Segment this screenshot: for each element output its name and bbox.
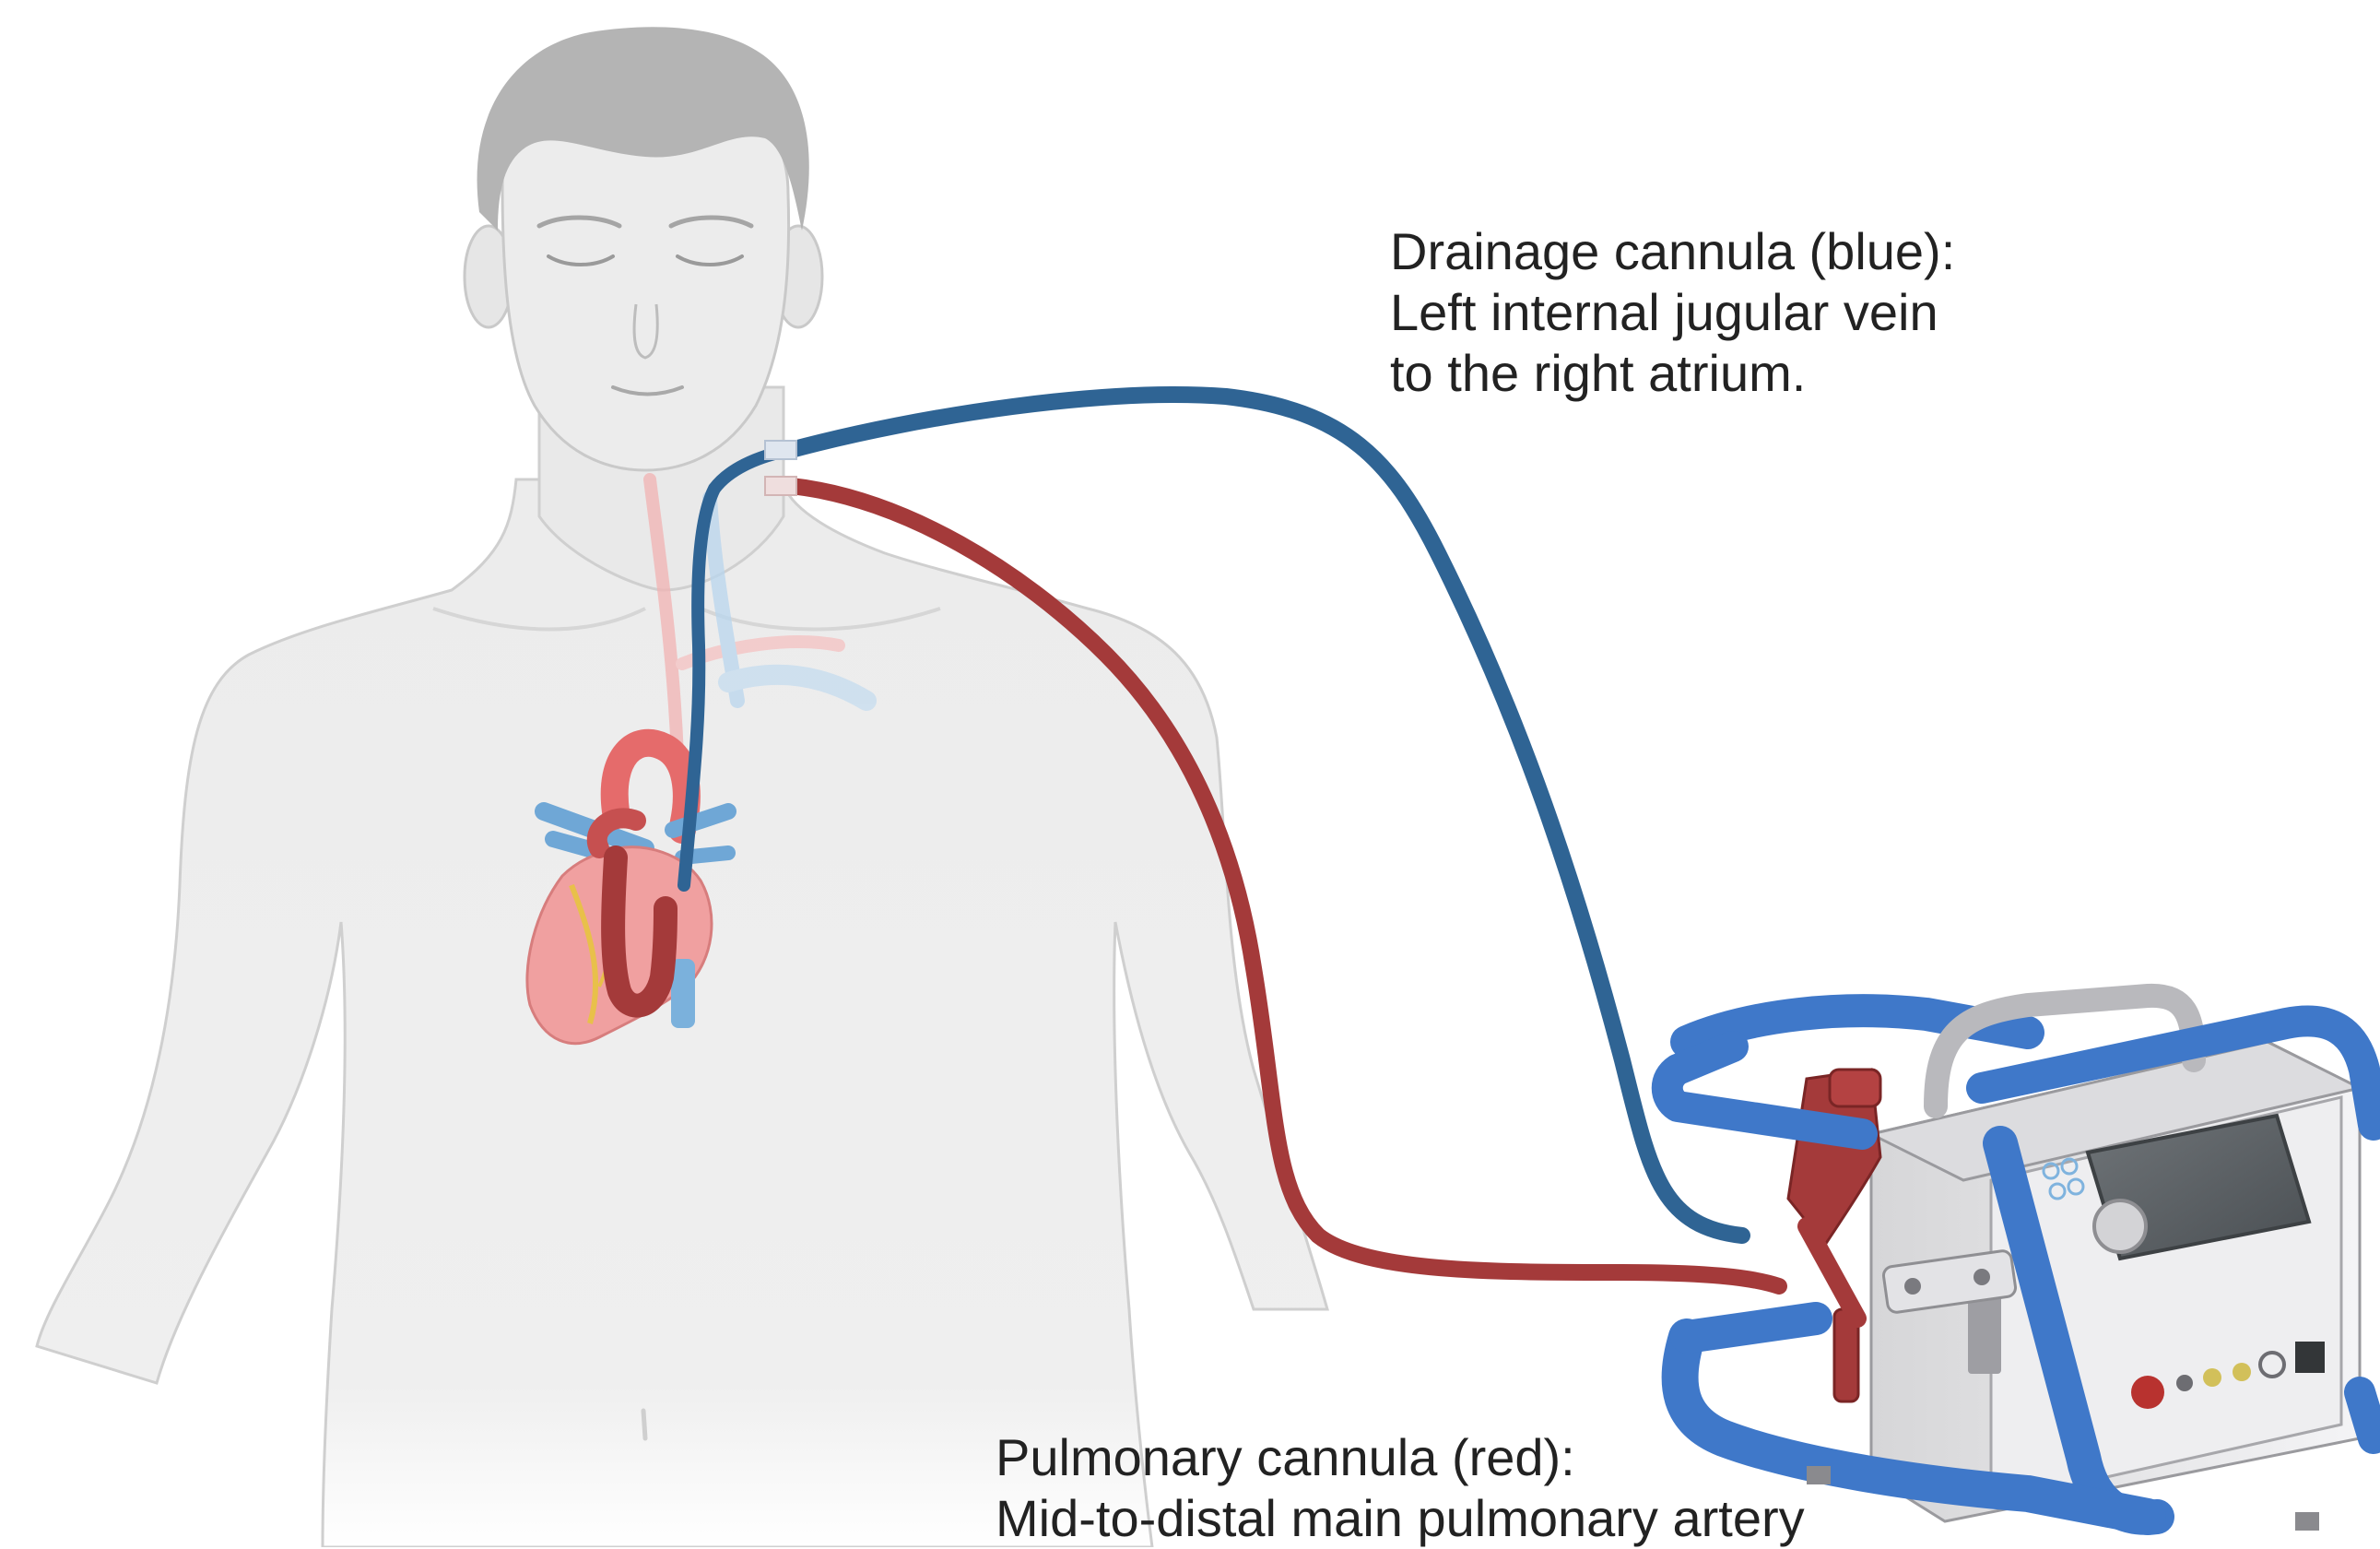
pulmonary-cannula-label: Pulmonary cannula (red): Mid-to-distal m… — [996, 1427, 1805, 1549]
device-knob — [2094, 1200, 2146, 1252]
pulmonary-label-line2: Mid-to-distal main pulmonary artery — [996, 1488, 1805, 1549]
drainage-cannula-label: Drainage cannula (blue): Left internal j… — [1390, 221, 1955, 404]
drainage-label-line3: to the right atrium. — [1390, 343, 1955, 404]
drainage-label-line1: Drainage cannula (blue): — [1390, 221, 1955, 282]
drainage-label-line2: Left internal jugular vein — [1390, 282, 1955, 343]
pulmonary-label-line1: Pulmonary cannula (red): — [996, 1427, 1805, 1488]
